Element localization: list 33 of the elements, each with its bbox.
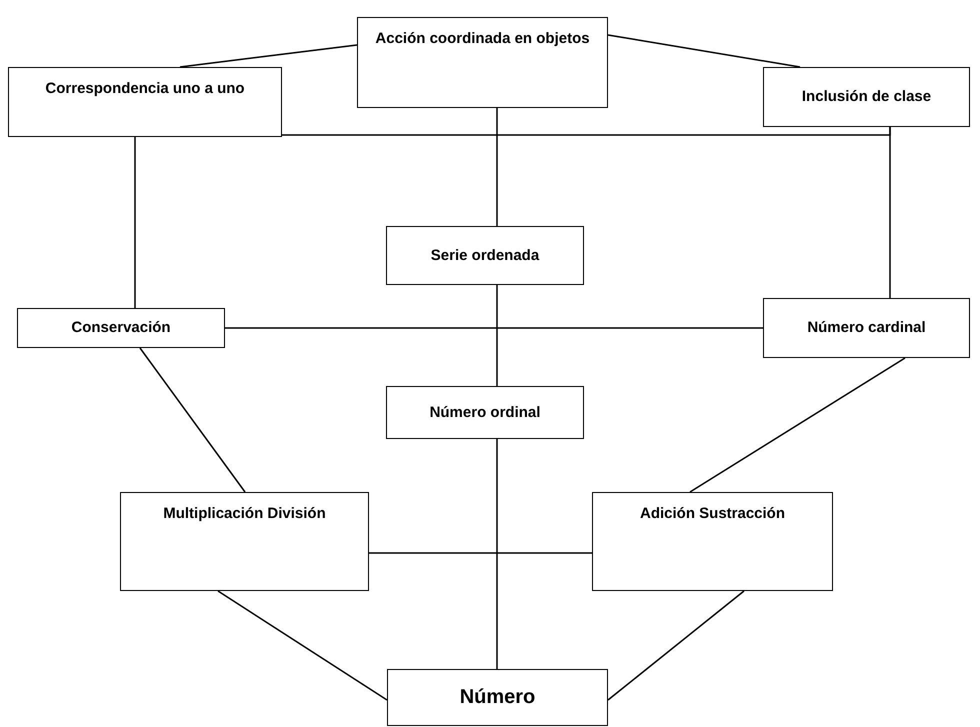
- connector-line: [608, 590, 744, 701]
- concept-box: [592, 492, 833, 591]
- concept-label: Conservación: [71, 318, 171, 338]
- concept-label: Inclusión de clase: [802, 87, 932, 108]
- connector-line: [496, 285, 498, 386]
- connector-line: [690, 357, 906, 493]
- concept-label: Acción coordinada en objetos: [375, 29, 590, 49]
- concept-label: Multiplicación División: [163, 504, 326, 524]
- connector-line: [496, 439, 498, 669]
- connector-line: [608, 34, 800, 68]
- concept-box: [386, 226, 584, 285]
- concept-box: [387, 669, 608, 726]
- concept-box: [17, 308, 225, 348]
- concept-box: [386, 386, 584, 439]
- concept-box: [763, 67, 970, 127]
- concept-label: Número ordinal: [430, 402, 540, 423]
- connector-line: [180, 44, 358, 68]
- concept-label: Correspondencia uno a uno: [45, 79, 245, 99]
- concept-box: [8, 67, 282, 137]
- connector-line: [139, 348, 246, 492]
- connector-line: [496, 108, 498, 226]
- concept-box: [357, 17, 608, 108]
- concept-label: Número: [460, 685, 536, 710]
- connector-line: [218, 590, 388, 701]
- connector-line: [889, 127, 891, 298]
- concept-box: [763, 298, 970, 358]
- connector-line: [134, 137, 136, 308]
- concept-box: [120, 492, 369, 591]
- connector-line: [225, 327, 763, 329]
- concept-label: Número cardinal: [807, 318, 926, 338]
- concept-label: Serie ordenada: [430, 246, 540, 266]
- concept-label: Adición Sustracción: [640, 504, 786, 524]
- connector-line: [369, 552, 592, 554]
